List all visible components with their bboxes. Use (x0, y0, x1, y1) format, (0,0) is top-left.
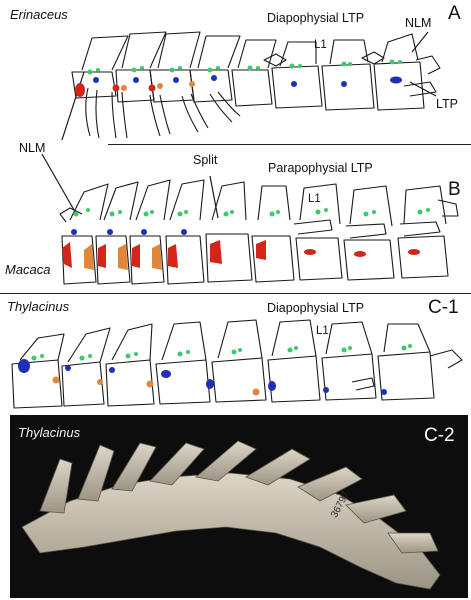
panel-b-drawing (41, 153, 459, 285)
panel-b-letter: B (448, 179, 461, 200)
neural-spine (381, 33, 419, 63)
thylacinus-spine-photo (10, 415, 468, 598)
nlm-markers (73, 208, 430, 217)
panel-c2-letter: C-2 (424, 425, 455, 446)
panel-c1-taxon: Thylacinus (7, 299, 70, 314)
neural-spine (69, 183, 109, 221)
vertebra (271, 65, 323, 109)
neural-spine (257, 185, 291, 221)
neural-spine (217, 319, 263, 359)
nlm-markers (87, 59, 402, 75)
vertebra (61, 235, 97, 285)
vertebra (149, 69, 195, 103)
panel-b-split-label: Split (193, 153, 218, 167)
vertebra (115, 69, 155, 103)
neural-spine (135, 179, 171, 221)
neural-spine (169, 179, 205, 221)
nlm-markers (31, 344, 412, 361)
ltp-markers (75, 75, 402, 97)
panel-c2: Thylacinus C-2 36797 (0, 415, 471, 600)
panel-b: NLM B Parapophysial LTP Split L1 Macaca (0, 140, 471, 290)
vertebra (377, 351, 435, 401)
neural-spine (103, 181, 139, 221)
vertebra (321, 63, 375, 111)
neural-spine (19, 333, 65, 361)
panel-a-ltp-label: LTP (436, 97, 458, 111)
rib (149, 94, 161, 137)
panel-c1-l1-label: L1 (316, 325, 329, 337)
divider-a-b (108, 144, 471, 145)
panel-b-l1-label: L1 (308, 193, 321, 205)
panel-c1-letter: C-1 (428, 297, 459, 318)
vertebra (95, 235, 131, 285)
panel-c1-drawing (11, 319, 463, 409)
vertebra (105, 359, 155, 407)
rib (181, 95, 199, 133)
neural-spine (157, 31, 201, 69)
vertebra (165, 235, 205, 285)
vertebra (189, 69, 233, 103)
neural-spine (161, 321, 207, 361)
panel-a: Erinaceus A Diapophysial LTP L1 NLM LTP (0, 0, 471, 140)
vertebra (205, 233, 253, 283)
rib (209, 93, 233, 123)
vertebra (11, 359, 63, 409)
divider-b-c1 (0, 293, 471, 294)
neural-spine (349, 185, 393, 227)
vertebra (211, 357, 267, 403)
ltp-markers (18, 359, 387, 396)
neural-spine (121, 31, 167, 69)
neural-spine (237, 39, 277, 69)
vertebra (321, 353, 377, 401)
panel-a-nlm-label: NLM (405, 16, 432, 30)
neural-spine (271, 319, 317, 357)
neural-spine (329, 39, 369, 65)
vertebra (61, 361, 105, 407)
neural-spine (325, 321, 373, 355)
neural-spine (383, 323, 431, 353)
ltp-markers (62, 229, 420, 270)
panel-c1: Thylacinus Diapophysial LTP C-1 L1 (0, 294, 471, 412)
panel-c2-taxon: Thylacinus (18, 425, 81, 440)
neural-spine (197, 35, 241, 69)
neural-spine (299, 183, 341, 225)
vertebra (343, 239, 395, 281)
vertebra (231, 69, 273, 107)
rib (111, 91, 117, 139)
panel-a-drawing (61, 31, 441, 140)
panel-b-taxon: Macaca (5, 262, 51, 277)
vertebra (267, 355, 321, 403)
panel-b-nlm-label: NLM (19, 141, 46, 155)
panel-a-letter: A (448, 3, 461, 24)
panel-b-subtitle: Parapophysial LTP (268, 161, 373, 175)
panel-c1-subtitle: Diapophysial LTP (267, 301, 365, 315)
vertebra (295, 237, 343, 281)
rib (85, 87, 91, 137)
vertebra (373, 61, 425, 111)
neural-spine (81, 35, 129, 71)
vertebra (155, 359, 211, 405)
panel-a-l1-label: L1 (314, 39, 327, 51)
neural-spine (111, 323, 153, 361)
neural-spine (279, 41, 317, 67)
vertebra (397, 235, 449, 279)
vertebra (71, 71, 117, 99)
neural-spine (67, 327, 111, 363)
vertebra (129, 235, 165, 285)
panel-a-taxon: Erinaceus (10, 7, 68, 22)
neural-spine (403, 185, 447, 225)
vertebra (251, 235, 295, 283)
neural-spine (211, 181, 247, 221)
panel-a-subtitle: Diapophysial LTP (267, 11, 365, 25)
